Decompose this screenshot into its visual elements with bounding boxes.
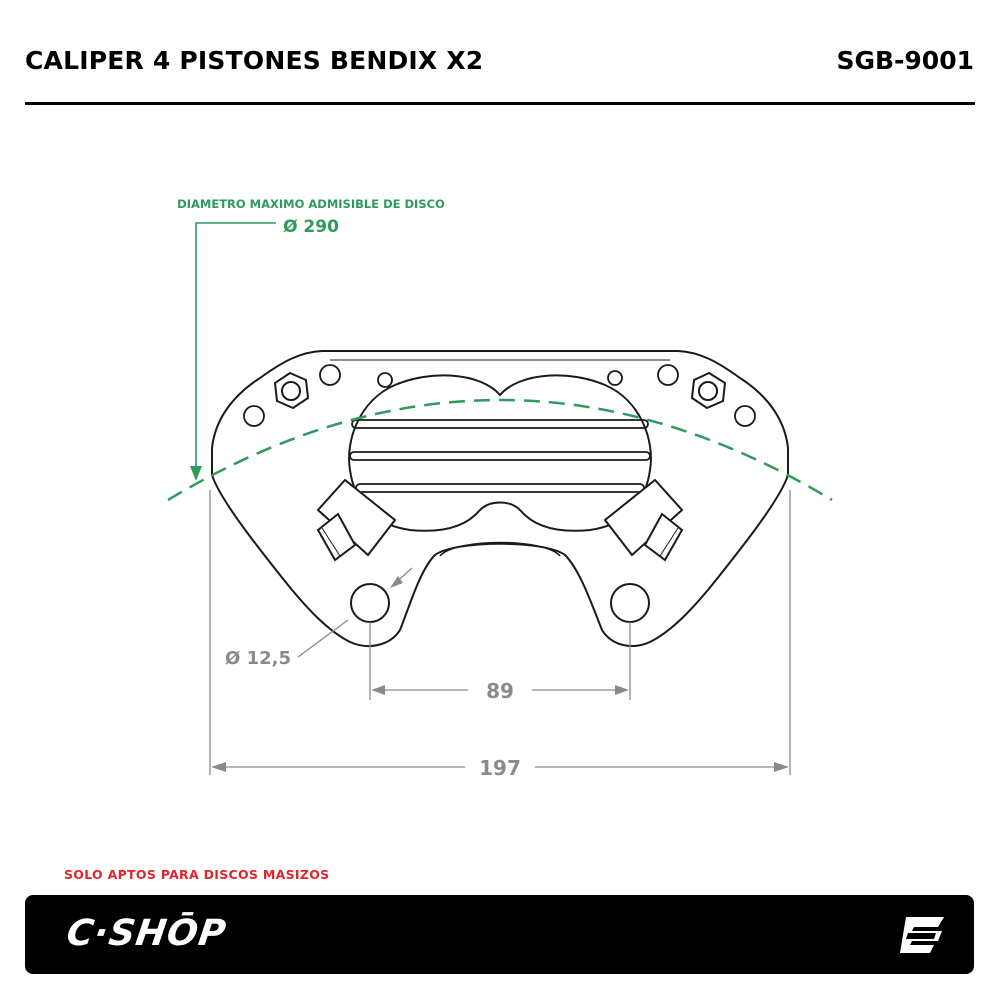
disc-note-value: Ø 290	[283, 217, 339, 237]
product-code: SGB-9001	[836, 46, 974, 75]
header-divider	[25, 102, 975, 105]
caliper-body	[211, 350, 789, 647]
mounting-holes	[350, 583, 650, 623]
disc-outline-arc	[167, 398, 833, 502]
width-arrow-left-icon	[211, 762, 226, 772]
right-bolt-head	[690, 371, 727, 410]
disc-leader-line	[195, 222, 276, 478]
small-holes	[243, 364, 756, 427]
hole-spacing-label: 89	[486, 679, 514, 703]
left-bolt-head	[273, 371, 310, 410]
disc-note-label: DIAMETRO MAXIMO ADMISIBLE DE DISCO	[177, 197, 445, 211]
disc-diameter-annotation: DIAMETRO MAXIMO ADMISIBLE DE DISCO Ø 290	[177, 197, 445, 481]
left-side-port	[316, 478, 397, 562]
overall-width-dimension: 197	[209, 490, 791, 780]
hole-diameter-label: Ø 12,5	[225, 648, 291, 669]
warning-note: SOLO APTOS PARA DISCOS MASIZOS	[64, 867, 330, 882]
spacing-arrow-right-icon	[615, 685, 629, 695]
piston-housing	[348, 374, 652, 532]
right-mounting-hole	[610, 583, 650, 623]
footer-bar: C·SHŌP	[25, 895, 974, 974]
hole-callout-arrow-icon	[390, 576, 403, 588]
right-side-port	[603, 478, 684, 562]
width-arrow-right-icon	[774, 762, 789, 772]
overall-width-label: 197	[479, 756, 521, 780]
brand-wordmark: C·SHŌP	[64, 913, 230, 954]
page-title: CALIPER 4 PISTONES BENDIX X2	[25, 46, 484, 75]
spacing-arrow-left-icon	[371, 685, 385, 695]
disc-leader-arrow-icon	[190, 466, 202, 481]
hole-diameter-callout: Ø 12,5	[225, 567, 413, 669]
c-shop-logo-icon	[900, 917, 944, 953]
hole-spacing-dimension: 89	[369, 622, 631, 703]
left-mounting-hole	[350, 583, 390, 623]
